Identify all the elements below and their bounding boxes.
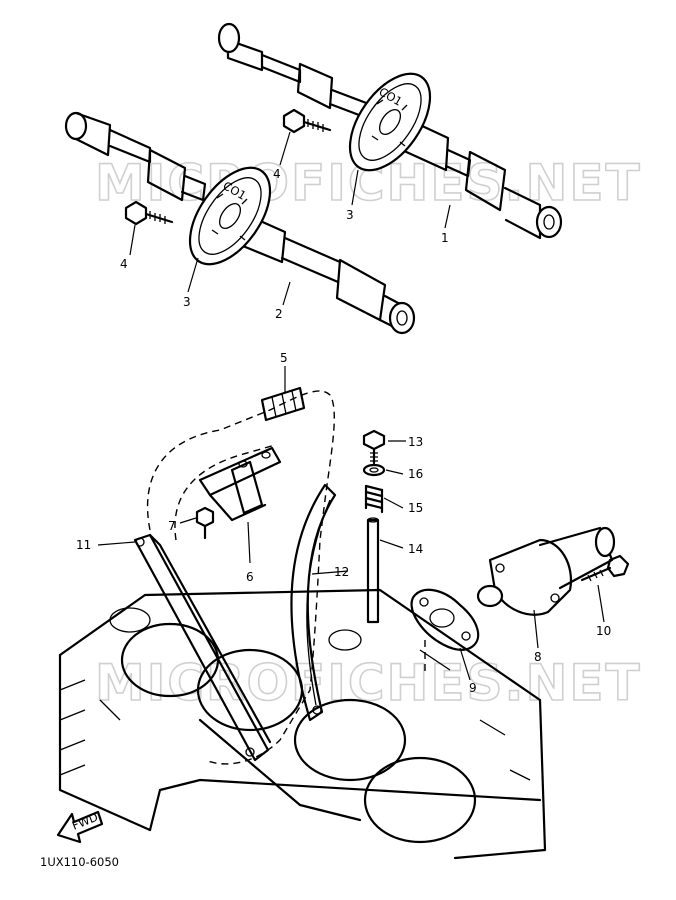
cam-chain-5 [260, 386, 306, 422]
camshaft-2 [64, 111, 416, 335]
callout-15: 15 [408, 501, 423, 515]
sprocket-3-upper: CO1 [348, 72, 432, 172]
callout-13: 13 [408, 435, 423, 449]
callout-1: 1 [441, 231, 449, 245]
gasket-9 [410, 588, 480, 651]
leader-lines [97, 131, 605, 681]
washer-16 [362, 463, 386, 477]
fwd-arrow-icon: FWD [56, 810, 104, 844]
spring-15 [364, 484, 384, 514]
callout-16: 16 [408, 467, 423, 481]
cylinder-block [58, 588, 547, 860]
chain-guide-6 [198, 446, 282, 522]
callout-4-lower: 4 [120, 257, 128, 271]
bolt-7 [195, 506, 215, 540]
callout-11: 11 [76, 538, 91, 552]
chain-guide-12 [290, 483, 337, 722]
camshaft-1 [217, 22, 563, 240]
rod-14 [366, 517, 380, 624]
callouts: 1 2 3 3 4 4 5 6 7 8 9 10 11 12 13 14 15 … [76, 167, 611, 695]
callout-14: 14 [408, 542, 423, 556]
callout-4-upper: 4 [273, 167, 281, 181]
callout-9: 9 [469, 681, 477, 695]
chain-route-inner [174, 444, 276, 541]
fwd-label: FWD [70, 810, 100, 833]
chain-guide-11 [133, 533, 272, 762]
bolt-10 [580, 554, 630, 582]
callout-6: 6 [246, 570, 254, 584]
tensioner-bolt-13 [362, 429, 386, 465]
callout-2: 2 [275, 307, 283, 321]
bolt-4-upper [282, 108, 332, 134]
callout-3-lower: 3 [183, 295, 191, 309]
callout-12: 12 [334, 565, 349, 579]
callout-7: 7 [168, 519, 176, 533]
callout-10: 10 [596, 624, 611, 638]
callout-5: 5 [280, 351, 288, 365]
watermark-bottom: MICROFICHES.NET [95, 654, 642, 712]
sprocket-3-lower: CO1 [188, 166, 272, 266]
chain-route [146, 390, 335, 765]
cam-chain-tensioner-8 [476, 526, 616, 616]
diagram-code: 1UX110-6050 [40, 855, 119, 869]
callout-8: 8 [534, 650, 542, 664]
callout-3-upper: 3 [346, 208, 354, 222]
bolt-4-lower [124, 200, 174, 226]
